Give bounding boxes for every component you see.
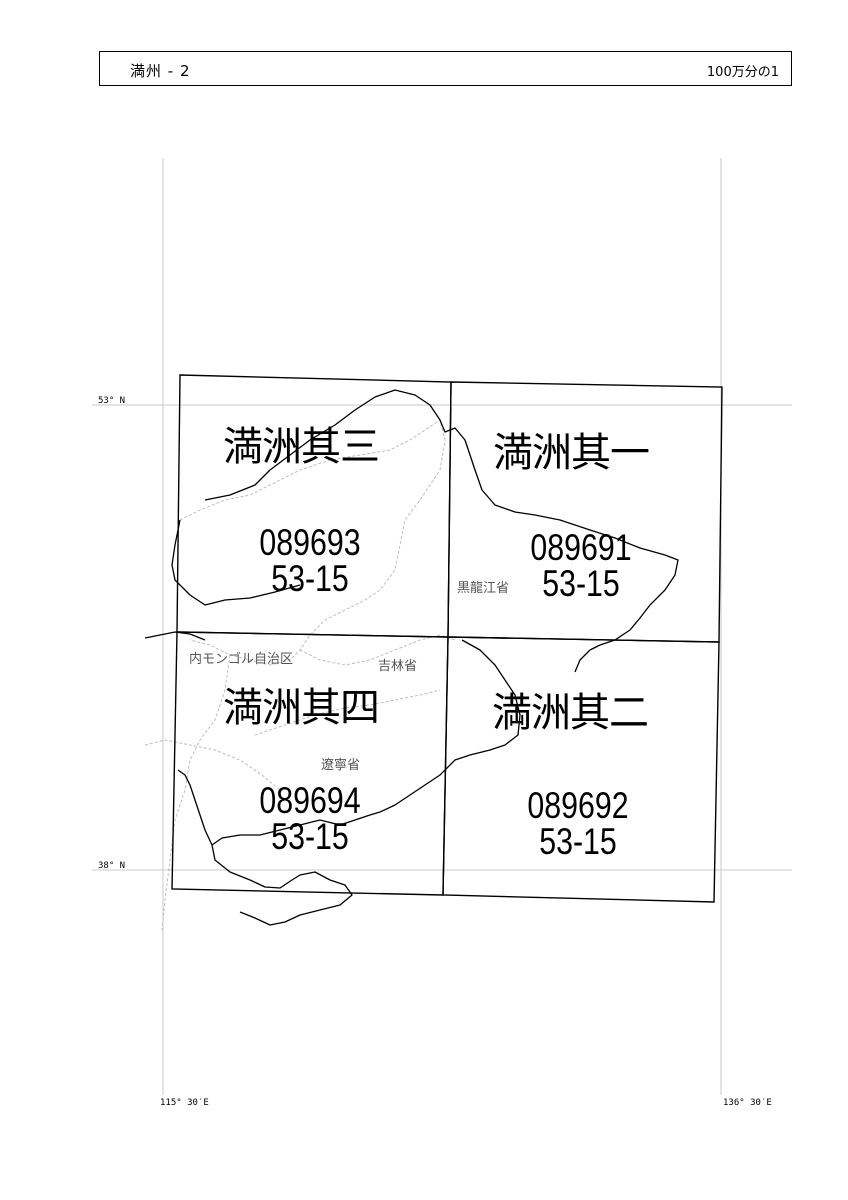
- sheet-grid: 53-15: [539, 821, 617, 862]
- sheet-grid: 53-15: [542, 563, 620, 604]
- lat-label-top: 53° N: [98, 396, 126, 406]
- map-title: 満州 - 2: [130, 62, 191, 80]
- place-label-jilin: 吉林省: [378, 659, 418, 674]
- sheet-grid: 53-15: [271, 558, 349, 599]
- sheet-name: 満洲其四: [223, 685, 380, 731]
- boundary-west: [144, 631, 206, 641]
- liaodong-coast: [177, 769, 213, 846]
- province-border-hebei: [144, 739, 281, 791]
- sheet-frame-2: [442, 636, 720, 903]
- ussuri-river: [574, 644, 601, 673]
- sheet-name: 満洲其一: [493, 430, 650, 476]
- sheet-code: 089693 53-15: [249, 522, 372, 599]
- sheet-number: 089692: [527, 785, 629, 826]
- place-label-inner-mongolia: 内モンゴル自治区: [189, 652, 294, 667]
- sheet-code: 089694 53-15: [249, 780, 372, 857]
- amur-river: [204, 389, 679, 646]
- province-border-inner-mongolia: [161, 654, 231, 931]
- korea-coast: [369, 639, 521, 816]
- sheet-number: 089694: [259, 780, 361, 821]
- lat-label-bottom: 38° N: [98, 861, 126, 871]
- bohai-coast: [211, 814, 371, 926]
- national-border: [179, 419, 446, 666]
- sheet-code: 089691 53-15: [520, 527, 643, 604]
- sheet-grid: 53-15: [271, 816, 349, 857]
- lon-label-right: 136° 30′E: [723, 1098, 772, 1108]
- map-header: 満州 - 2 100万分の1: [99, 51, 792, 86]
- sheet-name: 満洲其三: [223, 424, 380, 470]
- sheet-number: 089691: [530, 527, 632, 568]
- sheet-name: 満洲其二: [492, 690, 649, 736]
- sheet-number: 089693: [259, 522, 361, 563]
- place-label-liaoning: 遼寧省: [321, 758, 361, 773]
- province-border-jilin: [299, 634, 456, 666]
- place-label-heilongjiang: 黒龍江省: [457, 581, 510, 596]
- map-scale: 100万分の1: [706, 65, 779, 80]
- argun-river: [171, 519, 301, 606]
- sheet-code: 089692 53-15: [517, 785, 640, 862]
- province-border-liaoning: [254, 689, 441, 736]
- lon-label-left: 115° 30′E: [160, 1098, 209, 1108]
